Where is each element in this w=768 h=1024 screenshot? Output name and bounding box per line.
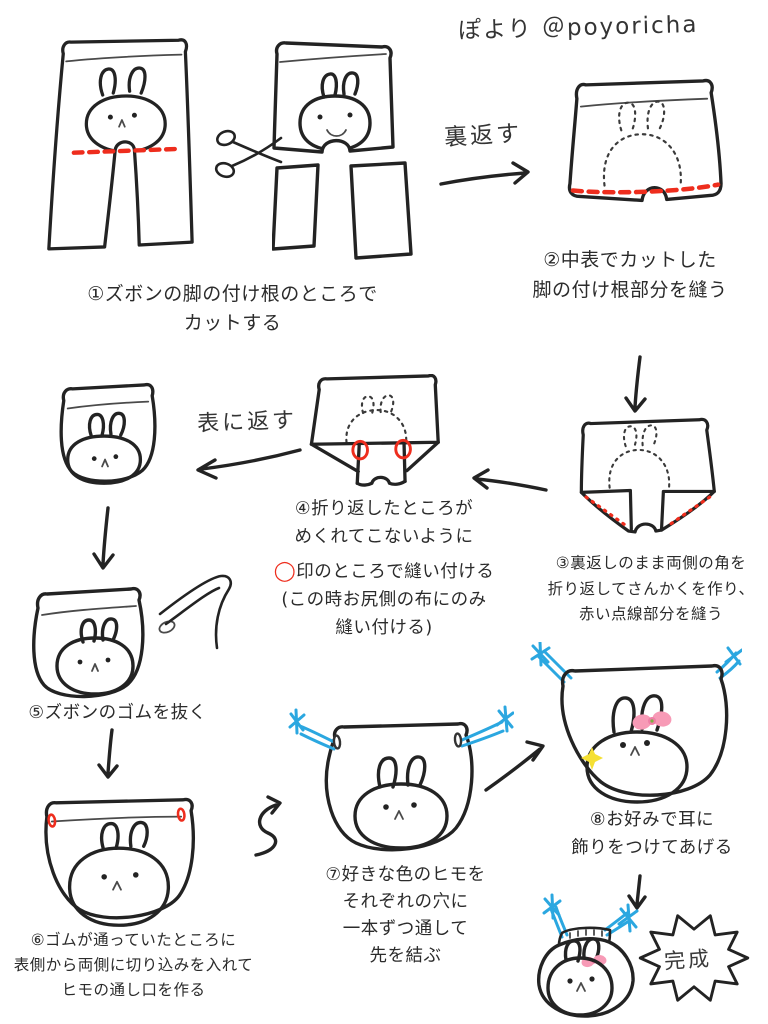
- arrow-left-icon: [196, 448, 302, 480]
- arrow-up-right-icon: [484, 740, 545, 792]
- arrow-left-icon: [472, 468, 548, 492]
- step6-caption: ⑥ゴムが通っていたところに 表側から両側に切り込みを入れて ヒモの通し口を作る: [13, 931, 254, 999]
- scissors-icon: [214, 129, 283, 179]
- completion-burst: [638, 914, 750, 1002]
- elastic-removal-illustration: [32, 574, 233, 699]
- flip-inside-out-label: 裏返す: [443, 120, 523, 152]
- red-circle-mark: ◯: [273, 559, 297, 582]
- inside-out-shorts-illustration: [567, 78, 723, 203]
- step7-caption: ⑦好きな色のヒモを それぞれの穴に 一本ずつ通して 先を結ぶ: [325, 865, 486, 967]
- slits-bag-illustration: [44, 797, 195, 927]
- arrow-down-icon: [92, 506, 115, 570]
- sewn-corners-illustration: [309, 374, 440, 487]
- sparkle-icon: [581, 747, 603, 770]
- right-side-out-bag-illustration: [59, 382, 157, 485]
- arrow-down-icon: [627, 874, 647, 910]
- curved-arrow-icon: [254, 795, 282, 857]
- credit-text: ぽより ＠poyoricha: [457, 11, 699, 45]
- step3-caption: ③裏返しのまま両側の角を 折り返してさんかくを作り、 赤い点線部分を縫う: [547, 554, 755, 624]
- step2-caption: ②中表でカットした 脚の付け根部分を縫う: [532, 249, 728, 302]
- arrow-down-icon: [624, 355, 647, 413]
- step5-caption: ⑤ズボンのゴムを抜く: [28, 703, 207, 723]
- arrow-down-icon: [97, 728, 119, 779]
- arrow-right-icon: [439, 161, 530, 186]
- decorated-bag-illustration: [530, 642, 742, 804]
- complete-label: 完成: [663, 946, 713, 974]
- pants-illustration: [47, 38, 194, 251]
- finished-bag-illustration: [537, 893, 639, 1018]
- step1-caption: ①ズボンの脚の付け根のところで カットする: [87, 283, 378, 335]
- folded-corners-illustration: [579, 417, 716, 534]
- cut-pants-illustration: [272, 41, 413, 260]
- drawstring-bag-illustration: [288, 705, 514, 852]
- step4-caption: ④折り返したところが めくれてこないように ◯印のところで縫い付ける (この時お…: [273, 499, 495, 639]
- turn-right-side-out-label: 表に返す: [196, 408, 298, 437]
- step8-caption: ⑧お好みで耳に 飾りをつけてあげる: [571, 810, 733, 858]
